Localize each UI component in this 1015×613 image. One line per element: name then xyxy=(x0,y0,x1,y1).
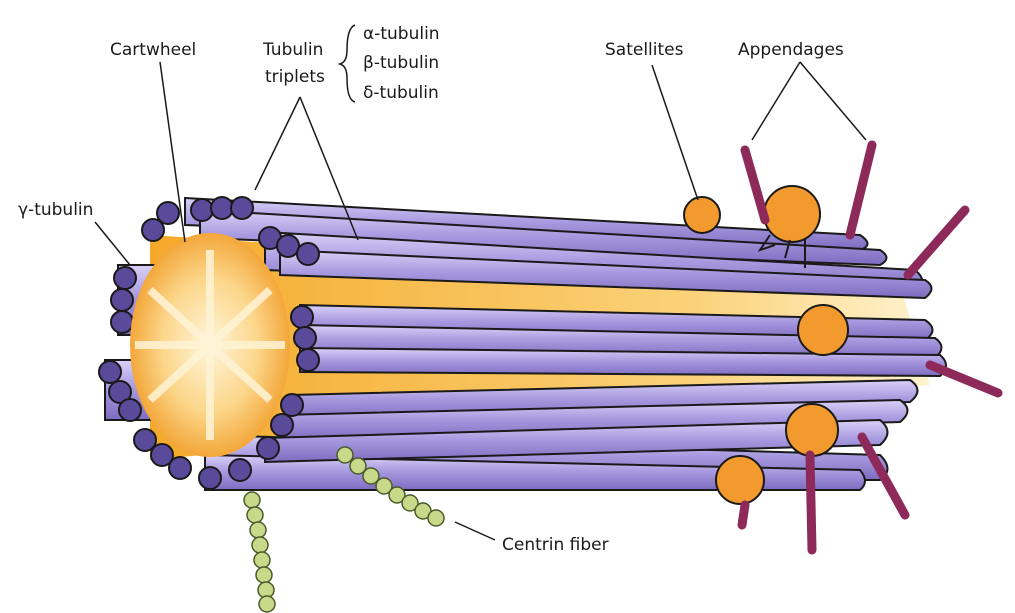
label-delta-tubulin: δ-tubulin xyxy=(363,83,439,103)
label-appendages: Appendages xyxy=(738,40,844,60)
label-tubulin-triplets-1: Tubulin xyxy=(262,40,323,60)
label-cartwheel: Cartwheel xyxy=(110,40,196,60)
label-gamma-tubulin: γ-tubulin xyxy=(18,200,93,220)
label-alpha-tubulin: α-tubulin xyxy=(363,24,440,44)
label-centrin-fiber: Centrin fiber xyxy=(502,535,609,555)
label-beta-tubulin: β-tubulin xyxy=(363,53,439,73)
cartwheel xyxy=(130,233,290,457)
label-tubulin-triplets-2: triplets xyxy=(265,67,325,87)
label-satellites: Satellites xyxy=(605,40,684,60)
